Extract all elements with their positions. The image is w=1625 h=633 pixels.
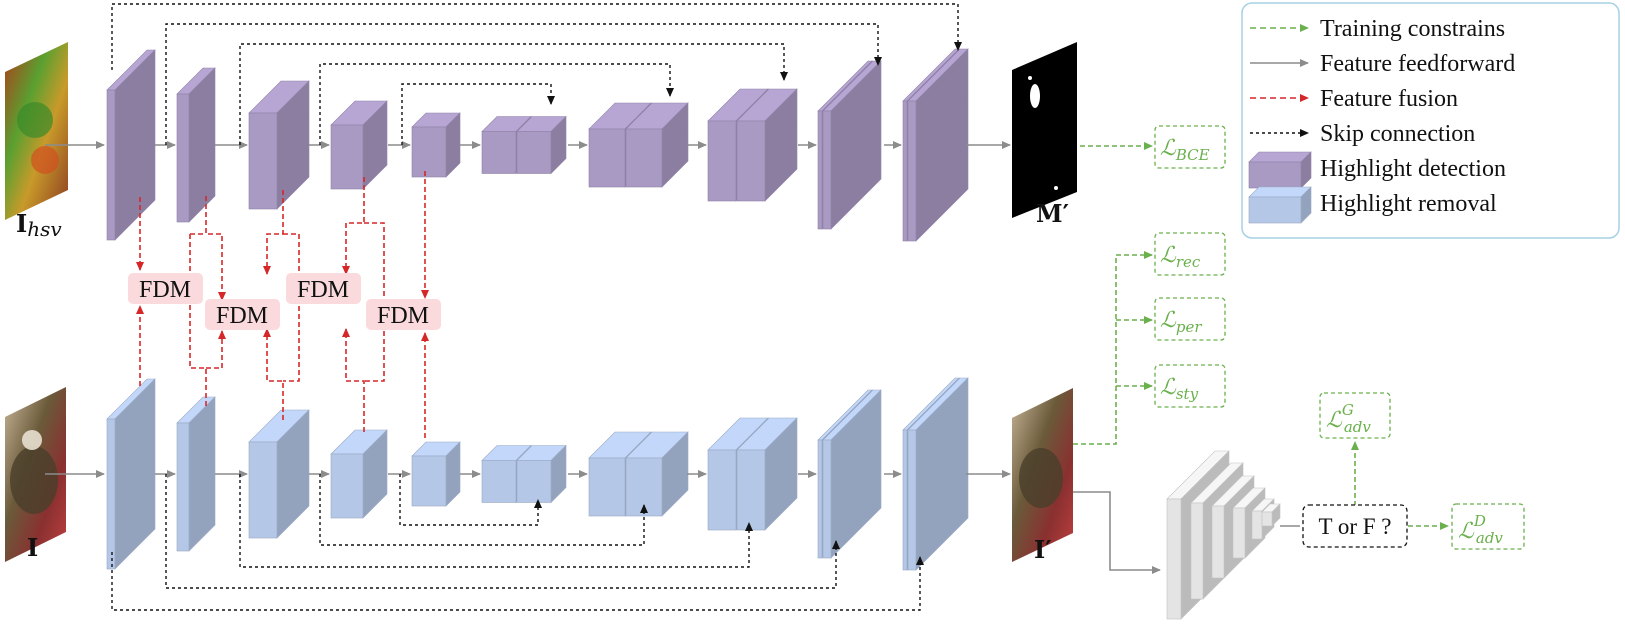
fdm-module-3: FDM (286, 273, 361, 304)
removal-block-1 (106, 378, 156, 570)
skip-connections-top (111, 3, 962, 145)
legend-item-5: Highlight detection (1248, 151, 1506, 189)
removal-block-4 (330, 429, 388, 519)
fdm-module-4: FDM (366, 299, 441, 330)
input-rgb-label: I (27, 533, 38, 562)
detection-block-7b (625, 102, 689, 188)
loss-sty: ℒsty (1154, 364, 1226, 408)
removal-block-5 (411, 441, 461, 507)
output-mask-image (1012, 42, 1077, 218)
discriminator-network (1073, 450, 1300, 620)
detection-block-8b (736, 88, 798, 202)
svg-text:FDM: FDM (216, 303, 268, 329)
loss-bce: ℒBCE (1154, 125, 1226, 169)
removal-block-7b (625, 431, 689, 517)
svg-text:T or F ?: T or F ? (1318, 514, 1391, 539)
detection-block-5 (411, 112, 461, 178)
legend-item-2: Feature feedforward (1250, 51, 1515, 77)
removal-block-8b (736, 417, 798, 531)
removal-block-3 (248, 409, 310, 539)
input-rgb-image (5, 387, 66, 562)
detection-branch (106, 48, 969, 242)
svg-text:ℒsty: ℒsty (1160, 375, 1199, 403)
removal-block-2 (176, 396, 216, 552)
legend-swatch (1248, 186, 1312, 224)
fdm-module-1: FDM (128, 273, 203, 304)
legend-item-6: Highlight removal (1248, 186, 1497, 224)
legend-label: Feature feedforward (1320, 51, 1515, 77)
loss-rec: ℒrec (1154, 232, 1226, 276)
legend-item-4: Skip connection (1250, 121, 1475, 147)
detection-block-6b (516, 115, 567, 175)
removal-block-9b (822, 389, 882, 559)
skip-connections-bottom (111, 474, 924, 611)
detection-block-3 (248, 80, 310, 210)
removal-block-10b (907, 377, 969, 571)
loss-per: ℒper (1154, 297, 1226, 341)
removal-branch (106, 377, 969, 571)
legend-item-3: Feature fusion (1250, 86, 1458, 112)
legend-item-1: Training constrains (1250, 16, 1505, 42)
detection-block-2 (176, 67, 216, 223)
output-image-label: I′ (1034, 535, 1052, 564)
svg-text:ℒBCE: ℒBCE (1160, 136, 1210, 164)
legend-label: Skip connection (1320, 121, 1475, 147)
svg-text:FDM: FDM (139, 277, 191, 303)
input-hsv-label: Ihsv (16, 209, 62, 241)
detection-block-1 (106, 49, 156, 241)
fdm-module-2: FDM (205, 299, 280, 330)
loss-arrows (1073, 142, 1449, 530)
legend-label: Training constrains (1320, 16, 1505, 42)
output-mask-label: M′ (1036, 199, 1069, 228)
legend-label: Feature fusion (1320, 86, 1458, 112)
svg-text:FDM: FDM (377, 303, 429, 329)
legend-swatch (1248, 151, 1312, 189)
discriminator-question: T or F ? (1302, 504, 1408, 548)
svg-text:ℒrec: ℒrec (1160, 243, 1201, 271)
svg-text:ℒper: ℒper (1160, 308, 1202, 336)
legend-label: Highlight removal (1320, 191, 1497, 217)
output-image (1012, 388, 1073, 562)
removal-block-6b (516, 444, 567, 504)
svg-text:FDM: FDM (297, 277, 349, 303)
legend-label: Highlight detection (1320, 156, 1506, 182)
detection-block-4 (330, 100, 388, 190)
detection-block-9b (822, 60, 882, 230)
detection-block-10b (907, 48, 969, 242)
discriminator-layer-6 (1261, 503, 1281, 527)
input-hsv-image (5, 42, 68, 220)
